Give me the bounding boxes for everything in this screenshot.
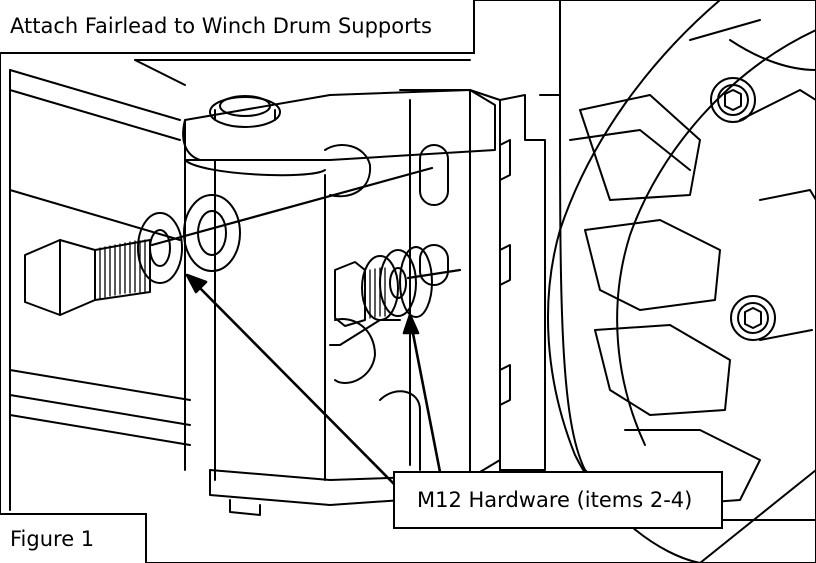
callout-label: M12 Hardware (items 2-4) <box>393 471 723 529</box>
lower-fastener <box>329 246 433 346</box>
alignment-line <box>150 166 462 280</box>
diagram-title: Attach Fairlead to Winch Drum Supports <box>0 0 475 54</box>
figure-label: Figure 1 <box>0 513 147 563</box>
hex-bolt <box>24 239 151 316</box>
frame-rail <box>9 59 471 511</box>
washer <box>137 212 183 284</box>
callout-leader <box>185 273 442 487</box>
socket-cap-screw-upper <box>710 77 756 123</box>
socket-cap-screw-lower <box>730 295 776 341</box>
